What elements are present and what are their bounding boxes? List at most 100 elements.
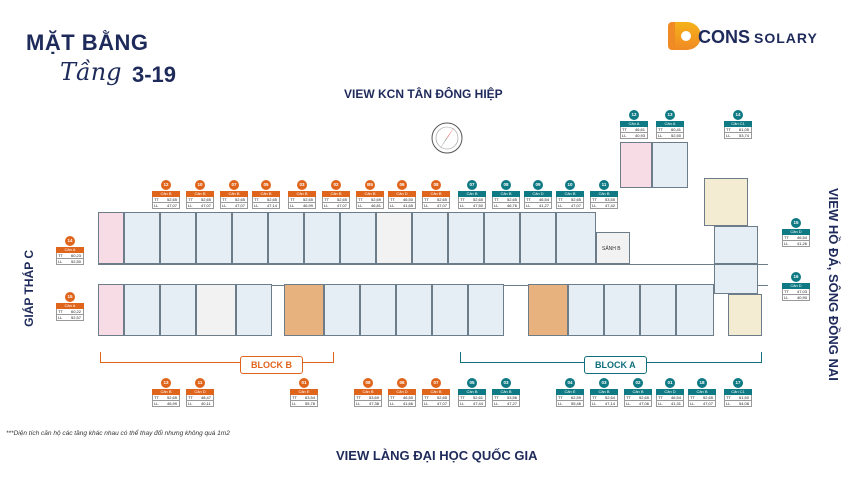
apartment-unit[interactable] — [704, 178, 748, 226]
ll-label: LL — [558, 401, 563, 406]
tt-value: 60,41 — [671, 127, 682, 132]
unit-number: 03 — [297, 180, 307, 190]
apartment-unit[interactable] — [640, 284, 676, 336]
apartment-unit[interactable] — [196, 212, 232, 264]
page-subtitle: Tầng — [60, 58, 122, 86]
apartment-unit[interactable] — [556, 212, 596, 264]
view-right-label: VIEW HỒ ĐÁ, SÔNG ĐỒNG NAI — [826, 188, 841, 381]
apartment-unit[interactable] — [484, 212, 520, 264]
apartment-unit[interactable] — [604, 284, 640, 336]
apartment-unit[interactable] — [160, 284, 196, 336]
tt-value: 52,65 — [267, 197, 278, 202]
apartment-unit[interactable] — [160, 212, 196, 264]
apartment-unit[interactable] — [124, 284, 160, 336]
unit-number: 01 — [665, 378, 675, 388]
apartment-unit[interactable] — [714, 226, 758, 264]
ll-label: LL — [784, 295, 789, 300]
apartment-unit[interactable] — [98, 284, 124, 336]
apartment-unit[interactable] — [236, 284, 272, 336]
apartment-unit[interactable] — [412, 212, 448, 264]
apartment-unit[interactable] — [98, 212, 124, 264]
unit-number: 02 — [331, 180, 341, 190]
apartment-unit[interactable] — [284, 284, 324, 336]
apartment-unit[interactable] — [714, 264, 758, 294]
apartment-unit[interactable] — [232, 212, 268, 264]
apartment-unit[interactable] — [620, 142, 652, 188]
apartment-unit[interactable] — [468, 284, 504, 336]
tt-value: 52,65 — [167, 395, 178, 400]
unit-type: Căn A — [56, 303, 84, 309]
apartment-unit[interactable] — [520, 212, 556, 264]
unit-number: 14 — [733, 110, 743, 120]
apartment-unit[interactable] — [728, 294, 762, 336]
floor-plan: SẢNH B — [98, 142, 768, 342]
apartment-unit[interactable] — [268, 212, 304, 264]
apartment-unit[interactable] — [432, 284, 468, 336]
apartment-unit[interactable] — [304, 212, 340, 264]
compass-icon — [431, 122, 463, 154]
unit-type: Căn A — [56, 247, 84, 253]
apartment-unit[interactable] — [396, 284, 432, 336]
apartment-unit[interactable] — [528, 284, 568, 336]
apartment-unit[interactable] — [676, 284, 714, 336]
apartment-unit[interactable] — [324, 284, 360, 336]
apartment-unit[interactable] — [360, 284, 396, 336]
tt-label: TT — [290, 197, 295, 202]
tt-label: TT — [622, 127, 627, 132]
apartment-unit[interactable] — [124, 212, 160, 264]
apartment-unit[interactable] — [568, 284, 604, 336]
apartment-unit[interactable] — [376, 212, 412, 264]
ll-label: LL — [622, 133, 627, 138]
apartment-unit[interactable] — [652, 142, 688, 188]
tt-label: TT — [356, 395, 361, 400]
apartment-unit[interactable] — [340, 212, 376, 264]
apartment-unit[interactable] — [448, 212, 484, 264]
